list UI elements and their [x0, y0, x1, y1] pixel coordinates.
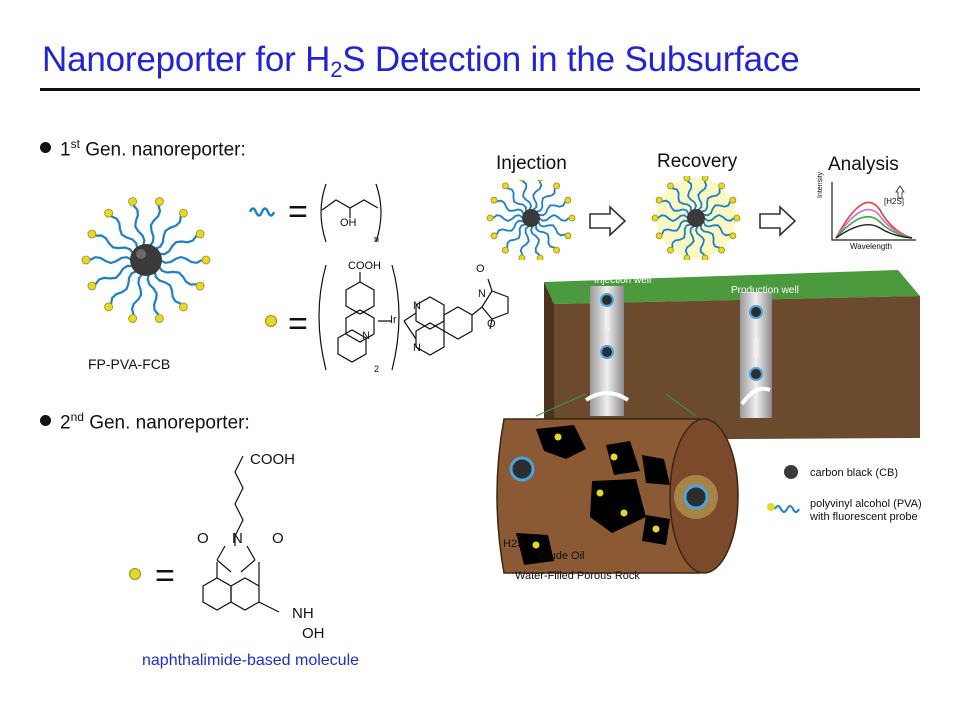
- spectra-xlabel: Wavelength: [850, 242, 892, 251]
- bullet-dot-icon: [40, 142, 51, 153]
- arrow-right-icon: [758, 205, 798, 237]
- probe-n4: N: [478, 288, 486, 300]
- naph-oh: OH: [302, 625, 325, 642]
- particle-label: FP-PVA-FCB: [88, 356, 170, 372]
- bullet-dot-icon: [40, 415, 51, 426]
- nanoparticle-illustration: [78, 196, 214, 326]
- naph-bead-icon: [128, 567, 142, 581]
- naph-caption: naphthalimide-based molecule: [142, 652, 359, 670]
- legend-cb: carbon black (CB): [810, 467, 898, 479]
- probe-o1: O: [476, 263, 485, 275]
- pva-oh: OH: [340, 217, 357, 229]
- bullet-gen1: 1st Gen. nanoreporter:: [40, 137, 246, 161]
- probe-n1: N: [362, 330, 370, 342]
- equals-sign-1: =: [288, 193, 308, 232]
- probe-o2: O: [487, 318, 496, 330]
- crude-oil-label: Crude Oil: [538, 550, 584, 562]
- probe-n2: N: [413, 300, 421, 312]
- naphthalimide-structure: [195, 450, 315, 630]
- arrow-right-icon: [588, 205, 628, 237]
- zoom-lines: [496, 392, 716, 418]
- pva-n: n: [374, 234, 379, 244]
- pva-probe-icon: [765, 500, 805, 518]
- probe-subscript-2: 2: [374, 364, 379, 374]
- step-injection: Injection: [496, 153, 567, 175]
- carbon-black-icon: [782, 463, 800, 481]
- probe-ir: Ir: [390, 314, 397, 326]
- slide-title: Nanoreporter for H2S Detection in the Su…: [42, 40, 800, 83]
- step-recovery: Recovery: [657, 151, 737, 173]
- injection-well-label: Injection well: [594, 275, 651, 286]
- equals-sign-2: =: [288, 305, 308, 344]
- title-underline: [40, 88, 920, 91]
- recovery-particle-illustration: [646, 176, 746, 260]
- rock-label: Water-Filled Porous Rock: [515, 570, 640, 582]
- naph-cooh: COOH: [250, 451, 295, 468]
- naph-n: N: [232, 530, 243, 547]
- legend-pva-line2: with fluorescent probe: [810, 511, 918, 523]
- production-well-label: Production well: [731, 285, 799, 296]
- naph-o1: O: [197, 530, 209, 547]
- injection-particle-illustration: [483, 180, 583, 260]
- porous-rock-section: [496, 405, 748, 583]
- legend-pva-line1: polyvinyl alcohol (PVA): [810, 498, 922, 510]
- rock-h2s-label: H2S: [503, 538, 524, 550]
- spectra-ylabel: Intensity: [817, 172, 824, 198]
- naph-o2: O: [272, 530, 284, 547]
- naph-nh: NH: [292, 605, 314, 622]
- step-analysis: Analysis: [828, 154, 899, 176]
- bullet-gen2: 2nd Gen. nanoreporter:: [40, 410, 250, 434]
- probe-n3: N: [413, 342, 421, 354]
- spectra-h2s: [H2S]: [884, 197, 904, 206]
- equals-sign-3: =: [155, 557, 175, 596]
- probe-cooh: COOH: [348, 260, 381, 272]
- probe-bead-icon: [264, 314, 278, 328]
- pva-chain-icon: [248, 203, 280, 221]
